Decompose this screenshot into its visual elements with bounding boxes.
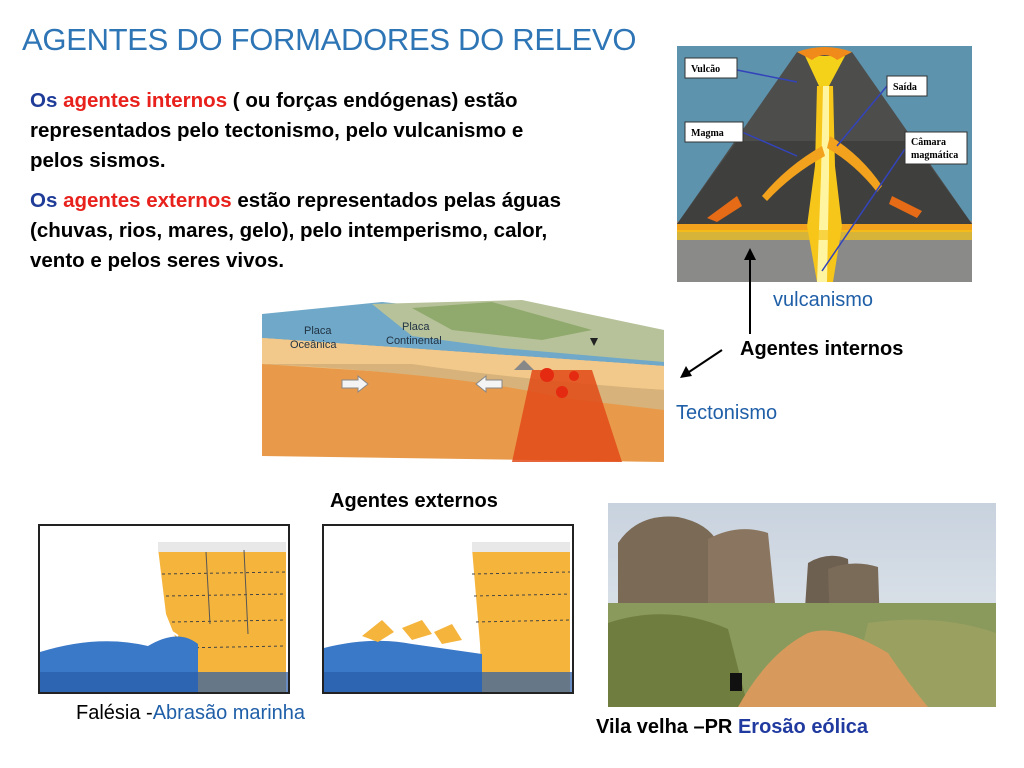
internal-agents-highlight: agentes internos xyxy=(63,89,228,112)
volcano-label-magma: Magma xyxy=(691,128,724,139)
agentes-externos-label: Agentes externos xyxy=(330,490,498,512)
external-line1-rest: estão representados pelas águas xyxy=(231,189,561,212)
os-word: Os xyxy=(30,89,58,112)
cliff-diagram-after xyxy=(322,524,574,694)
vila-velha-caption: Vila velha –PR Erosão eólica xyxy=(596,716,868,739)
external-line2: (chuvas, rios, mares, gelo), pelo intemp… xyxy=(30,219,548,242)
internal-line3: pelos sismos. xyxy=(30,149,166,172)
internal-line1-rest: ( ou forças endógenas) estão xyxy=(227,89,518,112)
falesia-prefix: Falésia - xyxy=(76,702,153,724)
arrow-to-volcano xyxy=(744,248,756,334)
vila-velha-highlight: Erosão eólica xyxy=(737,716,869,738)
vulcanismo-caption: vulcanismo xyxy=(773,289,874,311)
volcano-label-saida: Saída xyxy=(893,82,917,93)
falesia-highlight: Abrasão marinha xyxy=(152,702,306,724)
cliff-diagram-before xyxy=(38,524,290,694)
tectonic-plates-diagram: Placa Oceânica Placa Continental xyxy=(262,300,664,462)
external-agents-highlight: agentes externos xyxy=(63,189,232,212)
plate-label-continental-2: Continental xyxy=(386,335,442,347)
volcano-label-vulcao: Vulcão xyxy=(691,64,720,75)
internal-line2: representados pelo tectonismo, pelo vulc… xyxy=(30,119,524,142)
plate-label-oceanica-1: Placa xyxy=(304,325,332,337)
internal-agents-paragraph: Os agentes internos ( ou forças endógena… xyxy=(30,86,680,176)
page-title: AGENTES DO FORMADORES DO RELEVO xyxy=(22,22,637,57)
falesia-caption: Falésia -Abrasão marinha xyxy=(76,702,305,725)
vila-velha-photo xyxy=(608,503,996,707)
volcano-diagram: Vulcão Saída Magma Câmara magmática xyxy=(677,46,972,282)
vila-velha-prefix: Vila velha –PR xyxy=(596,716,733,738)
os-word: Os xyxy=(30,189,58,212)
plate-label-continental-1: Placa xyxy=(402,321,430,333)
agentes-internos-label: Agentes internos xyxy=(740,338,904,360)
arrow-to-tectonism xyxy=(680,349,723,378)
external-line3: vento e pelos seres vivos. xyxy=(30,249,285,272)
volcano-label-magmatica: magmática xyxy=(911,150,958,161)
volcano-label-camara: Câmara xyxy=(911,137,946,148)
tectonismo-caption: Tectonismo xyxy=(676,402,778,424)
plate-label-oceanica-2: Oceânica xyxy=(290,339,337,351)
external-agents-paragraph: Os agentes externos estão representados … xyxy=(30,186,680,276)
